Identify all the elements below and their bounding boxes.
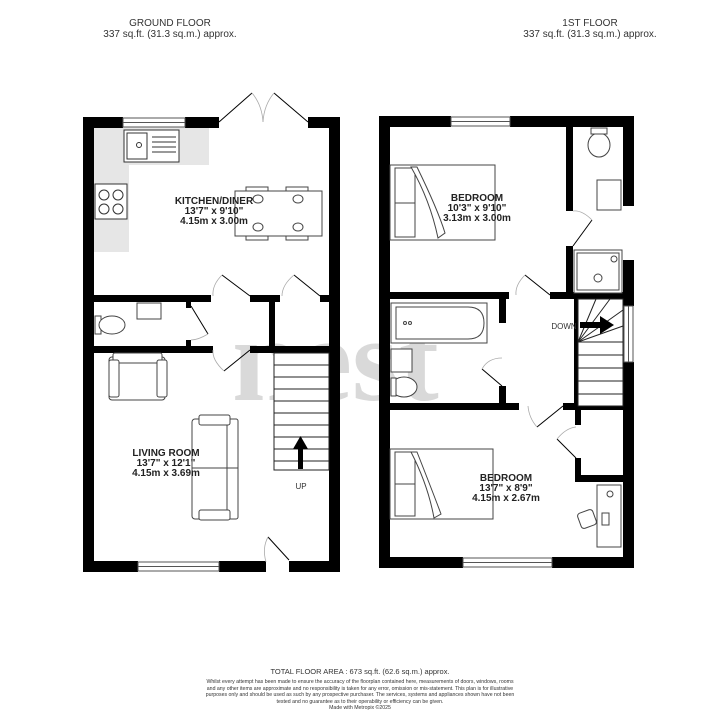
dining-table-icon [234, 186, 323, 241]
stairs-up-label: UP [295, 482, 306, 491]
living-room-metric: 4.15m x 3.69m [132, 468, 200, 479]
kitchen-diner-imperial: 13'7" x 9'10" [185, 206, 244, 217]
footer: TOTAL FLOOR AREA : 673 sq.ft. (62.6 sq.m… [200, 667, 520, 711]
first-outer-walls [379, 116, 634, 568]
bedroom2-window [462, 557, 553, 568]
kitchen-doors [212, 274, 321, 297]
kitchen-window [122, 117, 186, 128]
living-room-window [137, 561, 220, 572]
bathroom-door [481, 357, 503, 387]
bedroom1-imperial: 10'3" x 9'10" [448, 203, 507, 214]
bedroom1-metric: 3.13m x 3.00m [443, 213, 511, 224]
ensuite-toilet-icon [587, 127, 611, 158]
stairs-up-arrow-icon [293, 436, 308, 469]
wc-toilet-icon [94, 315, 126, 335]
first-floor-plan: DOWN BEDROOM 10'3" x 9'10" 3.13m x 3.00m… [379, 116, 634, 568]
living-room-imperial: 13'7" x 12'1" [137, 458, 196, 469]
ground-floor-title: GROUND FLOOR [129, 18, 211, 29]
bedroom2-metric: 4.15m x 2.67m [472, 493, 540, 504]
bedroom2-bed-icon [389, 448, 494, 520]
cupboard-door [556, 426, 577, 459]
bath-icon [390, 302, 488, 344]
ground-floor-plan: UP KITCHEN/DINER 13'7" x 9'10" 4.15m x 3… [83, 92, 340, 572]
made-with-credit: Made with Metropix ©2025 [329, 705, 391, 712]
living-room-label: LIVING ROOM [132, 448, 199, 459]
ensuite-basin-icon [596, 179, 622, 211]
shower-icon [573, 249, 623, 294]
stairs-down [577, 298, 624, 407]
bathroom-basin-icon [390, 348, 413, 373]
ground-floor-header: GROUND FLOOR 337 sq.ft. (31.3 sq.m.) app… [40, 18, 300, 40]
ground-floor-area: 337 sq.ft. (31.3 sq.m.) approx. [103, 29, 237, 40]
landing-window [623, 305, 634, 363]
desk-icon [596, 484, 622, 548]
front-door [264, 536, 290, 563]
first-floor-area: 337 sq.ft. (31.3 sq.m.) approx. [523, 29, 657, 40]
bedroom2-door [527, 405, 564, 428]
french-doors [218, 92, 309, 123]
desk-chair-icon [577, 509, 597, 529]
bathroom-toilet-icon [390, 376, 418, 398]
hob-icon [94, 183, 128, 220]
bedroom1-bed-icon [389, 164, 496, 241]
first-floor-title: 1ST FLOOR [562, 18, 618, 29]
bedroom2-imperial: 13'7" x 8'9" [479, 483, 532, 494]
wc-door [190, 305, 209, 341]
ground-outer-walls [83, 117, 340, 572]
disclaimer-text: Whilst every attempt has been made to en… [205, 679, 515, 705]
ensuite-door [572, 210, 593, 247]
stairs-down-arrow-icon [580, 316, 614, 334]
armchair-icon [108, 352, 168, 401]
first-floor-header: 1ST FLOOR 337 sq.ft. (31.3 sq.m.) approx… [460, 18, 717, 40]
total-floor-area: TOTAL FLOOR AREA : 673 sq.ft. (62.6 sq.m… [270, 667, 450, 676]
bedroom2-label: BEDROOM [480, 473, 532, 484]
kitchen-diner-metric: 4.15m x 3.00m [180, 216, 248, 227]
wc-basin-icon [136, 302, 162, 320]
living-room-door [212, 349, 251, 372]
kitchen-sink-icon [123, 129, 180, 163]
kitchen-diner-label: KITCHEN/DINER [175, 196, 254, 207]
sofa-icon [191, 414, 239, 521]
bedroom1-label: BEDROOM [451, 193, 503, 204]
bedroom1-door [515, 274, 551, 296]
stairs-down-label: DOWN [551, 322, 577, 331]
bedroom1-window [450, 116, 511, 127]
